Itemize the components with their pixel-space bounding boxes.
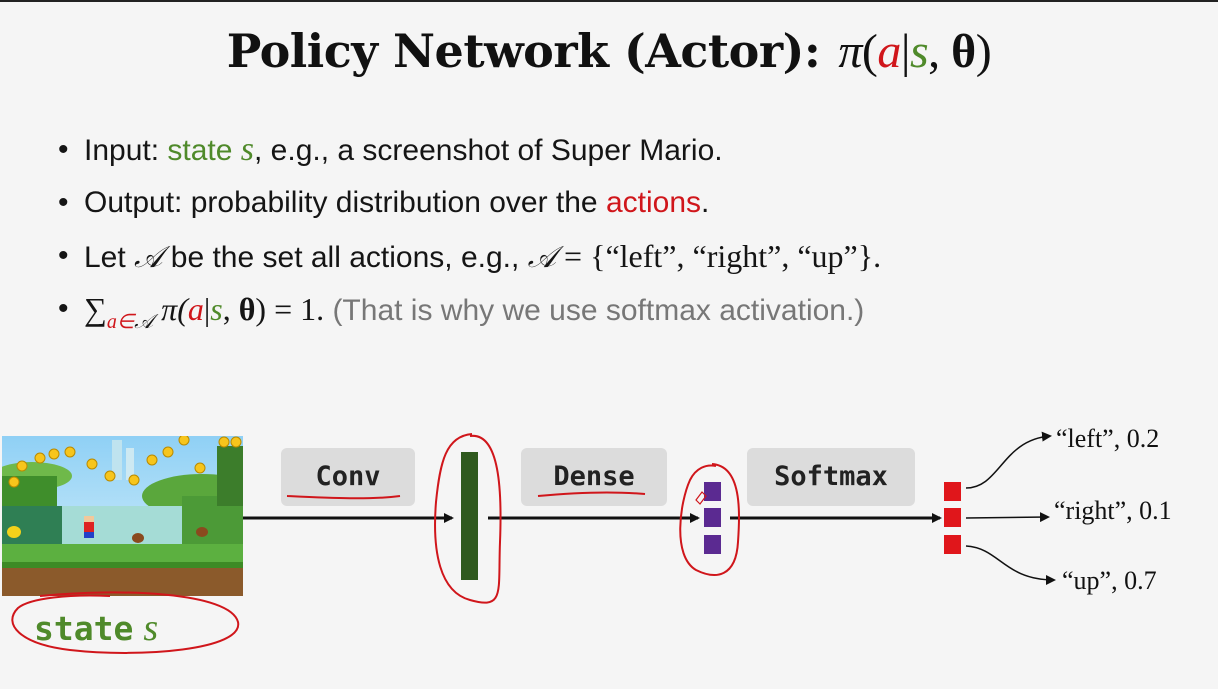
- sum-bar: |: [203, 291, 211, 327]
- softmax-unit-right: [944, 508, 961, 527]
- sum-equals-one: ) = 1.: [255, 291, 325, 327]
- softmax-unit-left: [944, 482, 961, 501]
- conv-circle-annotation: [434, 433, 502, 604]
- state-circle-annotation: [11, 591, 240, 654]
- arrow-to-up: [965, 545, 1056, 585]
- bullet-dot: •: [58, 292, 69, 325]
- arrow-to-right: [965, 512, 1050, 523]
- dense-circle-annotation: [679, 463, 740, 576]
- sum-comma: ,: [222, 291, 239, 327]
- dense-unit-2: [704, 508, 721, 527]
- bullet-output-suffix: .: [701, 186, 710, 219]
- title-paren-close: ): [975, 25, 992, 78]
- title-action-a: a: [877, 25, 901, 78]
- title-policy-formula: π(a|s, θ): [838, 25, 991, 78]
- super-mario-screenshot: [2, 436, 243, 596]
- bullet-output-actions-word: actions: [605, 186, 702, 219]
- sum-pi: π(: [153, 291, 188, 327]
- slide-title: Policy Network (Actor): π(a|s, θ): [0, 24, 1218, 79]
- bullet-set-symbol-2: 𝒜: [527, 240, 557, 275]
- bullet-action-set: • Let 𝒜 be the set all actions, e.g., 𝒜 …: [58, 236, 1178, 289]
- title-comma: ,: [928, 25, 952, 78]
- output-label-up: “up”, 0.7: [1062, 566, 1157, 595]
- dense-unit-3: [704, 535, 721, 554]
- bullet-set-prefix: Let: [84, 241, 135, 274]
- dense-underline-annotation: [537, 491, 646, 497]
- sum-theta: θ: [238, 291, 256, 327]
- bullet-sum-formula: ∑a∈𝒜 π(a|s, θ) = 1.: [84, 291, 325, 333]
- bullet-output-prefix: Output: probability distribution over th…: [84, 186, 606, 219]
- softmax-unit-up: [944, 535, 961, 554]
- softmax-layer-label: Softmax: [747, 448, 915, 506]
- sum-symbol: ∑: [84, 291, 107, 327]
- state-label-word: state: [34, 609, 134, 648]
- sum-a: a: [187, 291, 204, 327]
- sum-sub-set: 𝒜: [134, 309, 154, 333]
- output-label-left: “left”, 0.2: [1056, 424, 1160, 453]
- bullet-dot: •: [58, 133, 69, 166]
- title-state-s: s: [909, 25, 929, 78]
- bullet-output: • Output: probability distribution over …: [58, 183, 1178, 236]
- bullet-input-prefix: Input:: [84, 134, 168, 167]
- title-paren-open: (: [861, 25, 878, 78]
- title-bar: |: [900, 25, 911, 78]
- bullet-input: • Input: state s, e.g., a screenshot of …: [58, 130, 1178, 183]
- conv-feature-vector: [461, 452, 478, 580]
- title-theta: θ: [951, 25, 976, 78]
- bullet-set-members: = {“left”, “right”, “up”}.: [556, 238, 882, 274]
- bullet-input-suffix: , e.g., a screenshot of Super Mario.: [254, 134, 723, 167]
- sum-s: s: [210, 291, 223, 327]
- output-label-right: “right”, 0.1: [1054, 496, 1172, 525]
- bullet-set-symbol: 𝒜: [134, 240, 163, 275]
- bullet-dot: •: [58, 186, 69, 219]
- bullet-dot: •: [58, 239, 69, 272]
- bullet-list: • Input: state s, e.g., a screenshot of …: [58, 130, 1178, 342]
- bullet-set-middle: be the set all actions, e.g.,: [162, 241, 528, 274]
- title-text: Policy Network (Actor):: [226, 24, 821, 78]
- state-label-symbol: s: [143, 607, 159, 649]
- pen-cursor-icon: [695, 491, 707, 505]
- diagram-graphics: [11, 431, 1056, 654]
- bullet-input-state-word: state: [167, 134, 241, 167]
- bullet-sum-note: (That is why we use softmax activation.): [324, 294, 865, 327]
- arrow-to-left: [965, 431, 1052, 489]
- dense-unit-1: [704, 482, 721, 501]
- sum-sub-a: a∈: [106, 311, 135, 333]
- bullet-sum: • ∑a∈𝒜 π(a|s, θ) = 1. (That is why we us…: [58, 289, 1178, 342]
- conv-underline-annotation: [286, 495, 401, 500]
- title-pi: π: [838, 25, 862, 78]
- bullet-input-state-symbol: s: [240, 131, 255, 168]
